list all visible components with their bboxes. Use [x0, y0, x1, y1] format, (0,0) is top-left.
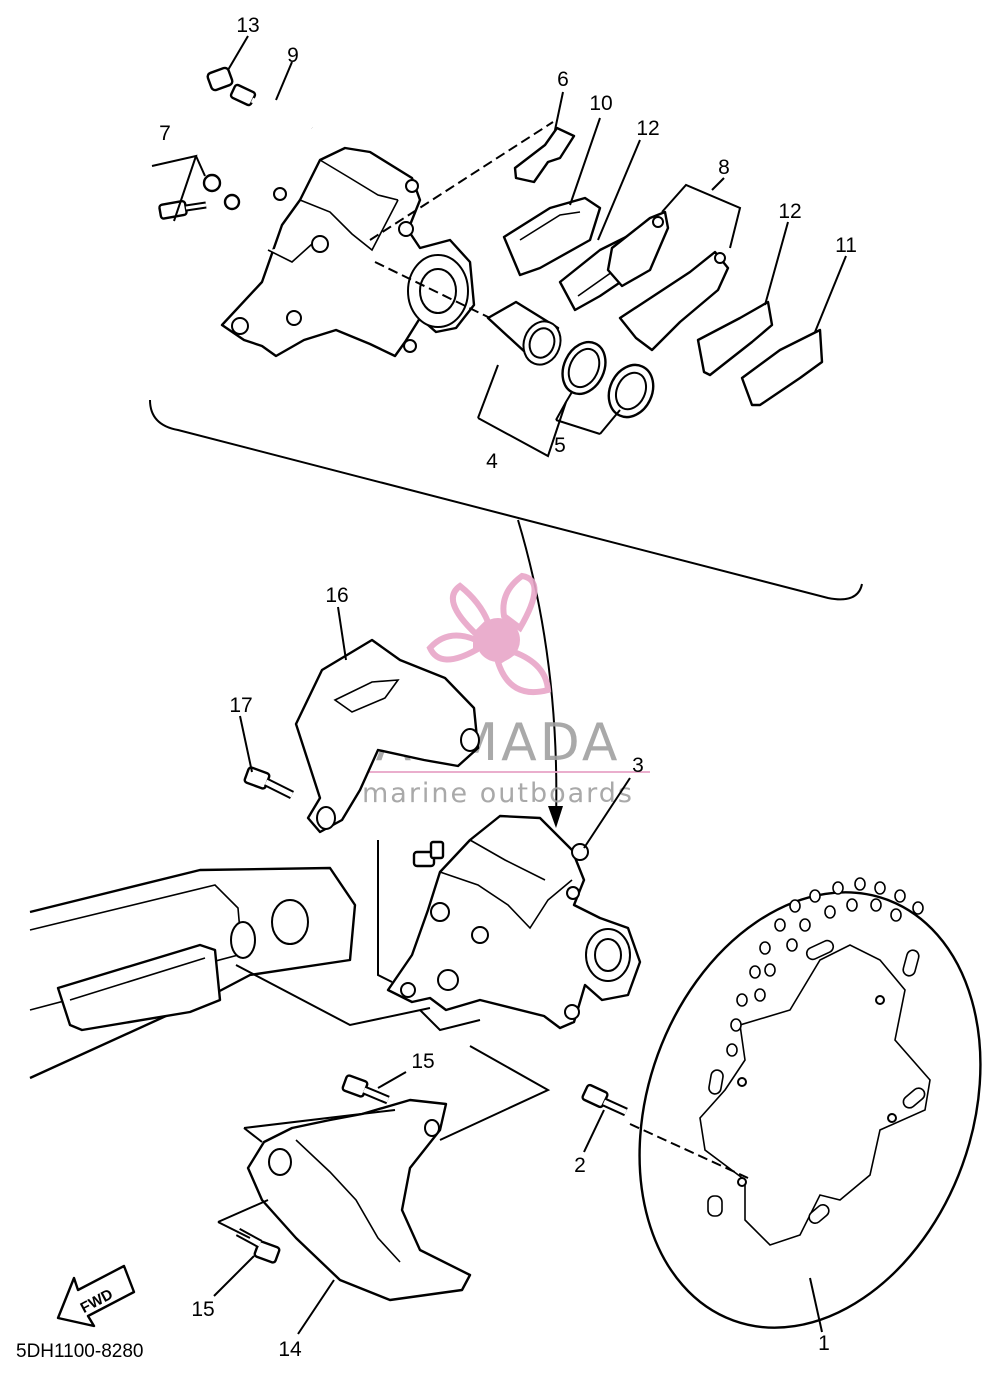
piston-seals	[561, 340, 655, 419]
callout-7: 7	[159, 122, 171, 145]
caliper-bracket	[294, 638, 480, 834]
caliper-exploded-group	[151, 66, 824, 458]
callout-8: 8	[718, 156, 730, 179]
bolt-2	[581, 1083, 628, 1117]
callout-labels: 13 9 7 6 10 12 8 12 11 4 5 16 17 3 15 2 …	[159, 14, 857, 1361]
bolt-17	[243, 766, 295, 800]
callout-15-upper: 15	[411, 1050, 434, 1073]
assembly-bracket-curve	[149, 399, 863, 601]
callout-15-lower: 15	[191, 1298, 214, 1321]
callout-3: 3	[632, 754, 644, 777]
bleed-screw	[158, 173, 241, 220]
callout-12-upper: 12	[636, 117, 659, 140]
bleed-screw-cap	[206, 66, 234, 92]
piston	[486, 300, 562, 366]
bolt-15a	[341, 1074, 390, 1105]
callout-1: 1	[818, 1332, 830, 1355]
callout-14: 14	[278, 1338, 302, 1361]
caliper-assembly	[386, 814, 642, 1030]
callout-17: 17	[229, 694, 252, 717]
forward-direction-arrow: FWD	[56, 1264, 136, 1328]
callout-16: 16	[325, 584, 348, 607]
callout-12-lower: 12	[778, 200, 801, 223]
brake-pad-set	[606, 210, 730, 352]
pad-shim-11	[740, 328, 824, 407]
callout-4: 4	[486, 450, 498, 473]
bolt-15b	[235, 1228, 281, 1264]
disc-guard	[246, 1098, 472, 1302]
callout-11: 11	[835, 234, 857, 257]
callout-9: 9	[287, 44, 299, 67]
part-code-label: 5DH1100-8280	[16, 1341, 143, 1362]
watermark-tagline: marine outboards	[362, 778, 634, 809]
callout-leaders	[213, 35, 847, 1335]
assembly-arrow	[517, 519, 558, 821]
callout-10: 10	[589, 92, 612, 115]
pad-shim-10	[502, 196, 602, 277]
brake-pad-12b	[696, 300, 774, 377]
callout-2: 2	[574, 1154, 586, 1177]
pad-spring	[513, 126, 576, 184]
caliper-body	[220, 146, 476, 358]
swing-arm	[29, 866, 357, 1080]
caliper-pin	[229, 83, 314, 131]
brake-disc	[638, 877, 982, 1329]
callout-6: 6	[557, 68, 569, 91]
callout-13: 13	[236, 14, 259, 37]
callout-5: 5	[554, 434, 566, 457]
